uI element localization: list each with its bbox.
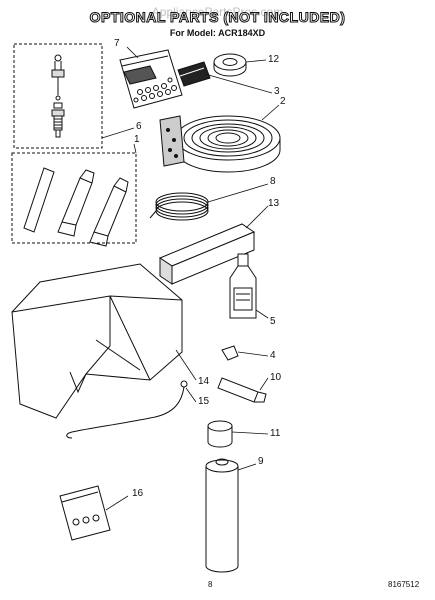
callout-1: 1 <box>134 134 140 145</box>
hardware-bag-16 <box>59 485 111 541</box>
cleaner-bottle-5 <box>229 253 257 319</box>
tape-roll-11 <box>207 420 233 448</box>
callout-9: 9 <box>258 456 264 467</box>
callout-7: 7 <box>114 38 120 49</box>
foam-tape-roll-12 <box>213 53 247 77</box>
callout-6: 6 <box>136 121 142 132</box>
callout-15: 15 <box>198 396 210 407</box>
page-number: 8 <box>208 580 213 589</box>
spray-can-9 <box>205 458 239 573</box>
watermark: AppliancePartsPros.com <box>151 5 284 19</box>
leader-lines <box>101 46 280 511</box>
hardware-bag-7 <box>119 49 183 109</box>
callout-2: 2 <box>280 96 286 107</box>
callout-3: 3 <box>274 86 280 97</box>
page-title: OPTIONAL PARTS (NOT INCLUDED) <box>89 9 346 26</box>
foam-block-13 <box>158 223 256 285</box>
cover-14 <box>11 263 183 419</box>
callout-11: 11 <box>270 428 281 439</box>
item-6-dashed-box <box>13 43 103 149</box>
callout-13: 13 <box>268 198 280 209</box>
sealant-tube-a <box>57 169 95 237</box>
item-1-dashed-box <box>11 152 137 244</box>
callout-12: 12 <box>268 54 280 65</box>
model-line: For Model: ACR184XD <box>169 28 266 38</box>
sealant-tube-b <box>89 177 129 247</box>
insulation-roll-2 <box>159 115 281 173</box>
callout-14: 14 <box>198 376 210 387</box>
callout-4: 4 <box>270 350 276 361</box>
document-number: 8167512 <box>388 580 420 589</box>
wire-coil-8 <box>149 192 209 221</box>
tube-10 <box>217 377 267 403</box>
cord-15 <box>66 380 188 439</box>
callout-16: 16 <box>132 488 144 499</box>
cap-4 <box>221 345 239 361</box>
flat-tape-3 <box>177 61 211 87</box>
sealant-stick <box>23 167 55 233</box>
callout-5: 5 <box>270 316 276 327</box>
drain-fitting-part <box>51 54 65 138</box>
callout-10: 10 <box>270 372 282 383</box>
callout-8: 8 <box>270 176 276 187</box>
